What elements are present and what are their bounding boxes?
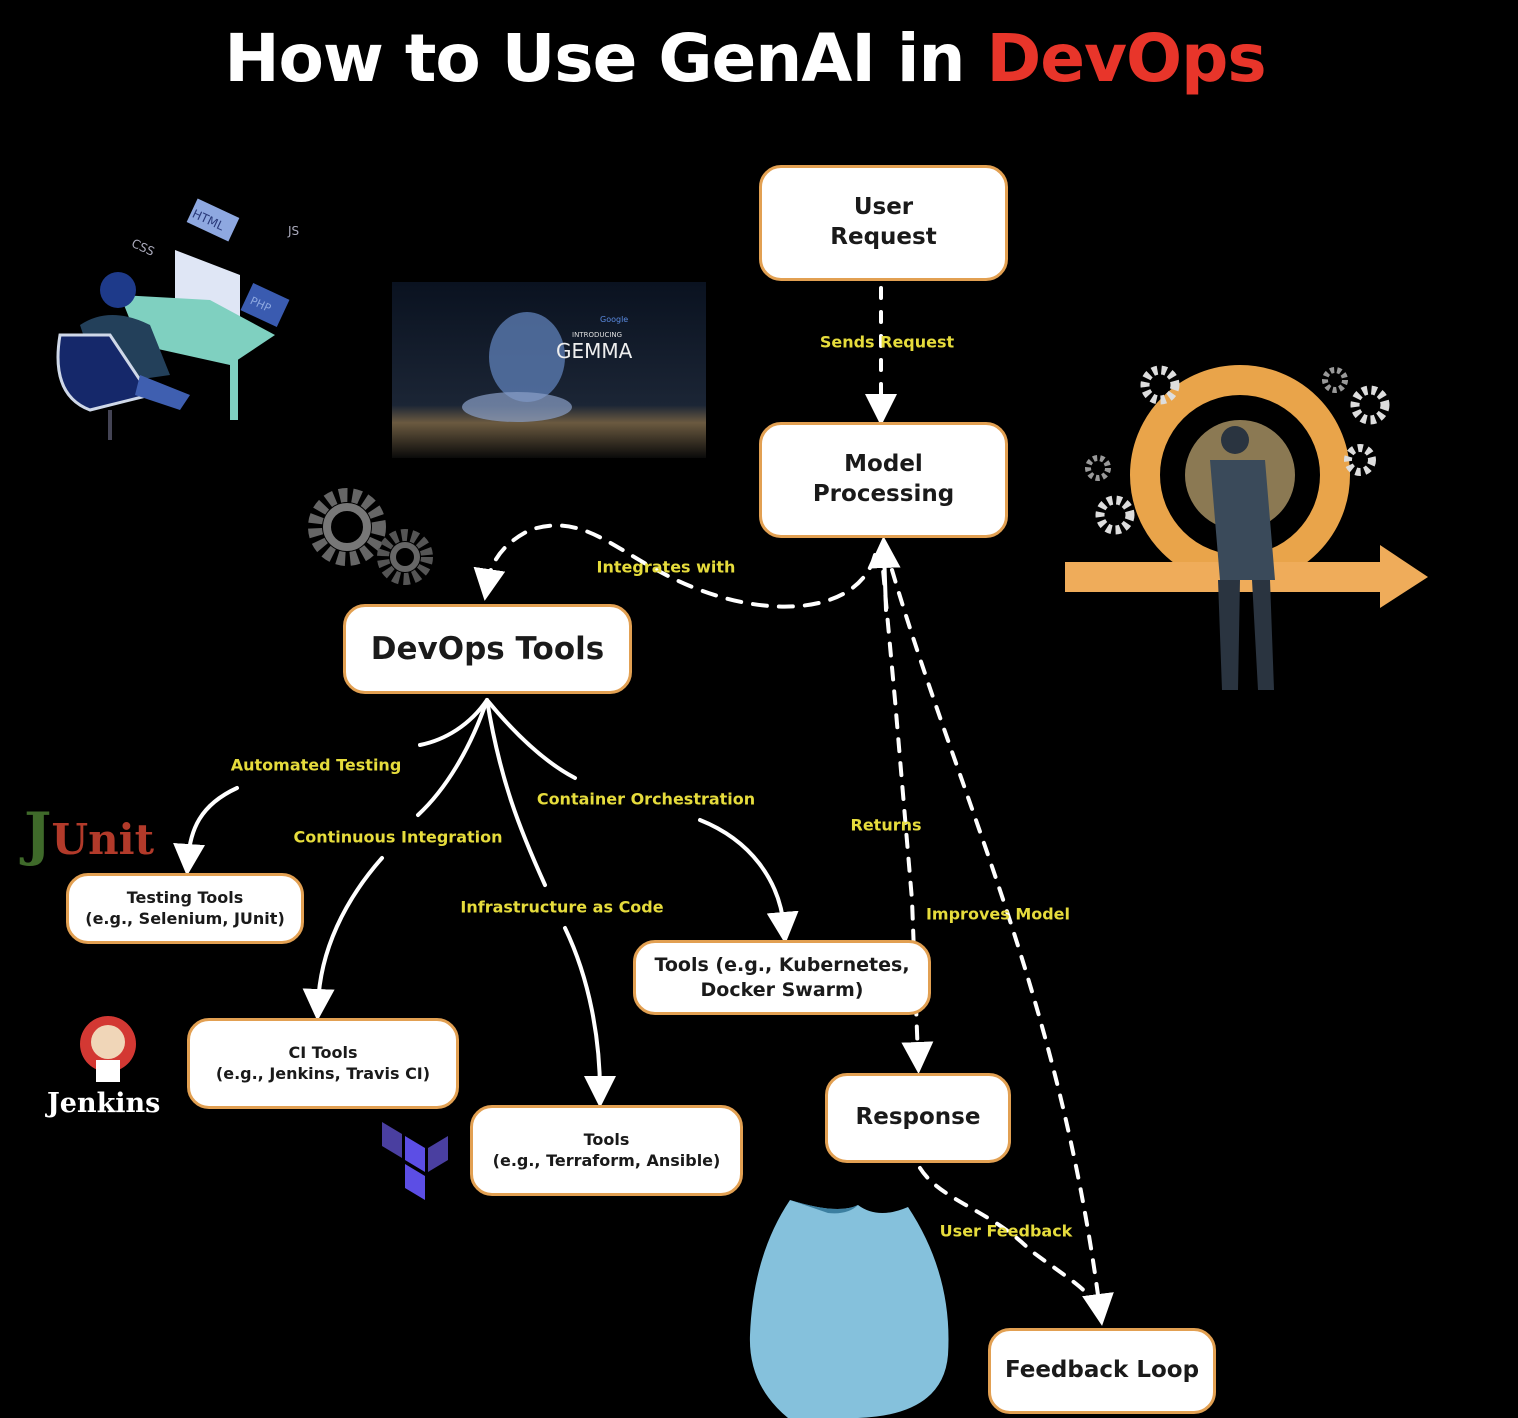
devops-cycle-illustration <box>1065 365 1428 690</box>
edge-model-up <box>868 536 901 612</box>
junit-j: J <box>24 800 52 868</box>
node-iac-tools: Tools (e.g., Terraform, Ansible) <box>470 1105 743 1196</box>
edge-devops-branch-3 <box>485 698 547 887</box>
gemma-image: Google INTRODUCING GEMMA <box>392 282 706 458</box>
node-text: Docker Swarm) <box>700 978 864 1001</box>
gears-icon <box>308 488 433 585</box>
tag-css: CSS <box>129 236 156 259</box>
label-sends-request: Sends Request <box>819 332 955 352</box>
node-text: Tools <box>583 1129 630 1149</box>
tag-js: JS <box>287 224 299 238</box>
edge-integrates-with <box>473 523 877 609</box>
edge-infrastructure <box>563 926 616 1108</box>
edge-devops-branch-4 <box>485 698 577 780</box>
blue-decorative-shape <box>749 1200 949 1418</box>
title-prefix: How to Use GenAI in <box>224 20 987 97</box>
node-user-request: User Request <box>759 165 1008 281</box>
gemma-brand: Google <box>600 315 628 324</box>
gemma-name: GEMMA <box>556 339 633 363</box>
node-text: Model <box>844 451 923 478</box>
node-text: User <box>853 194 914 221</box>
junit-logo: JUnit <box>24 800 154 868</box>
edge-improves-model <box>890 568 1114 1326</box>
label-continuous-integration: Continuous Integration <box>293 827 503 847</box>
junit-unit: Unit <box>51 815 154 864</box>
node-text: Tools (e.g., Kubernetes, <box>654 953 910 976</box>
node-text: (e.g., Jenkins, Travis CI) <box>215 1063 431 1083</box>
node-ci-tools: CI Tools (e.g., Jenkins, Travis CI) <box>187 1018 459 1109</box>
page-title: How to Use GenAI in DevOps <box>0 20 1490 97</box>
label-automated-testing: Automated Testing <box>230 755 402 775</box>
node-testing-tools: Testing Tools (e.g., Selenium, JUnit) <box>66 873 304 944</box>
edge-continuous-integration <box>302 856 384 1021</box>
edge-automated-testing <box>173 786 239 876</box>
node-text: (e.g., Selenium, JUnit) <box>85 908 285 928</box>
node-container-tools: Tools (e.g., Kubernetes, Docker Swarm) <box>633 940 931 1015</box>
jenkins-mascot-icon <box>80 1016 136 1082</box>
node-devops-tools: DevOps Tools <box>343 604 632 694</box>
label-improves-model: Improves Model <box>925 904 1071 924</box>
edge-devops-branch-2 <box>416 698 489 817</box>
node-text: Processing <box>812 481 955 507</box>
title-accent: DevOps <box>986 20 1266 97</box>
label-user-feedback: User Feedback <box>939 1221 1073 1241</box>
edge-container <box>698 818 799 944</box>
edge-user-feedback <box>918 1166 1100 1312</box>
gemma-intro: INTRODUCING <box>572 331 622 339</box>
label-container-orchestration: Container Orchestration <box>536 789 756 809</box>
gemma-figure: Google INTRODUCING GEMMA <box>462 312 633 422</box>
node-text: Request <box>830 224 937 250</box>
node-text: (e.g., Terraform, Ansible) <box>492 1150 721 1170</box>
node-model-processing: Model Processing <box>759 422 1008 538</box>
developer-illustration: HTML CSS JS PHP <box>56 198 299 440</box>
label-infrastructure-as-code: Infrastructure as Code <box>460 897 664 917</box>
node-feedback-loop: Feedback Loop <box>988 1328 1216 1414</box>
jenkins-logo-text: Jenkins <box>47 1088 161 1119</box>
edge-devops-branch-1 <box>418 698 489 747</box>
node-text: CI Tools <box>288 1042 358 1062</box>
label-integrates-with: Integrates with <box>596 557 736 577</box>
node-text: Testing Tools <box>126 887 244 907</box>
label-returns: Returns <box>850 815 922 835</box>
terraform-logo-icon <box>382 1122 448 1200</box>
node-response: Response <box>825 1073 1011 1163</box>
